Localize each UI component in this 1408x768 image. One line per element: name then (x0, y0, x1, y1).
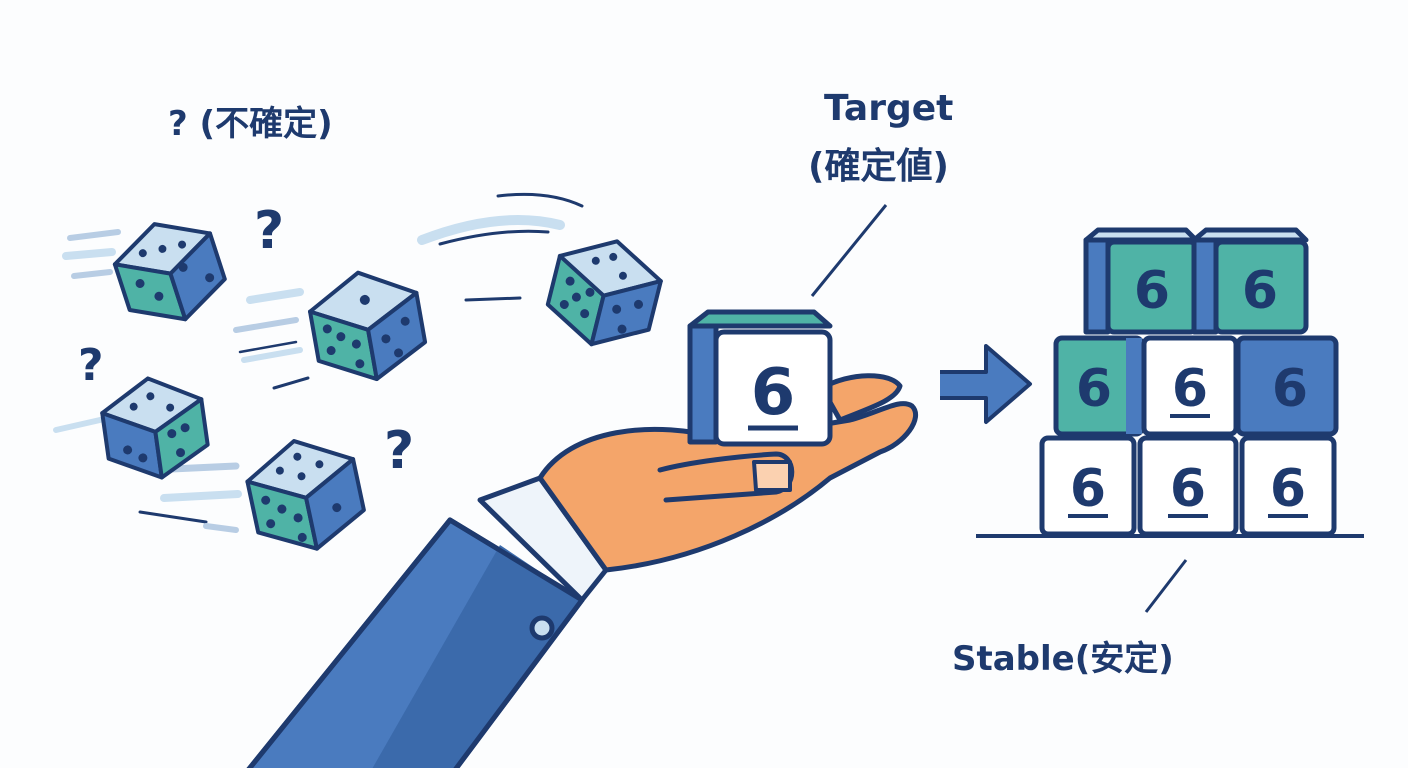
rolling-die (545, 239, 663, 347)
uncertain-label: ? (不確定) (168, 104, 333, 144)
fingers (819, 373, 903, 423)
motion-lines (53, 192, 584, 533)
stack-die (1083, 227, 1199, 335)
target-label-line1: Target (824, 88, 953, 129)
rolling-die (308, 270, 428, 382)
rolling-die (245, 439, 366, 551)
held-die (687, 309, 833, 447)
rolling-die (112, 222, 227, 322)
stack-die-value: 6 (1172, 359, 1208, 419)
question-mark: ? (254, 201, 284, 261)
stack-die (1137, 435, 1239, 537)
question-mark: ? (78, 340, 104, 391)
arrow-icon (940, 344, 1032, 424)
question-mark: ? (384, 421, 414, 481)
stable-pointer-line (1144, 559, 1188, 613)
cufflink (529, 615, 555, 641)
stack-die-value: 6 (1076, 359, 1112, 419)
stack-die (1235, 335, 1339, 437)
stable-label: Stable(安定) (952, 639, 1174, 679)
stack-die-value: 6 (1170, 459, 1206, 519)
held-die-value: 6 (751, 356, 796, 430)
stack-die-value: 6 (1070, 459, 1106, 519)
stack-die (1039, 435, 1137, 537)
target-pointer-line (810, 204, 888, 297)
stack-die-value: 6 (1272, 359, 1308, 419)
stack-die-value: 6 (1242, 261, 1278, 321)
rolling-die (100, 376, 210, 480)
stack-die-value: 6 (1134, 261, 1170, 321)
stack-die-value: 6 (1270, 459, 1306, 519)
stack-die (1239, 435, 1337, 537)
stack-die (1191, 227, 1309, 335)
target-label-line2: (確定値) (808, 146, 949, 187)
